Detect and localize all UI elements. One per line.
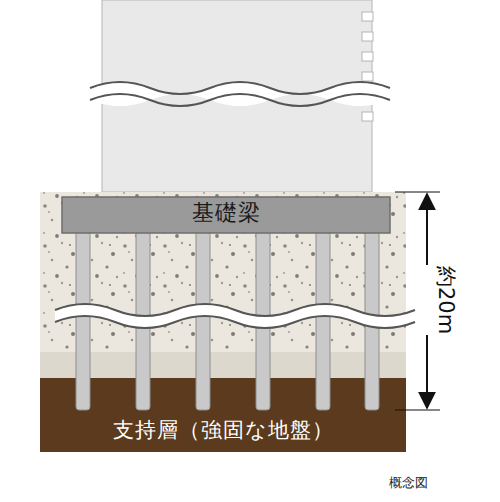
node-label: 基礎梁: [192, 198, 261, 228]
extension-line: [395, 410, 440, 411]
break-gap: [90, 82, 390, 106]
support-layer: [40, 378, 406, 452]
dimension-label: 約20m: [432, 263, 460, 337]
break-line: [55, 316, 415, 328]
notch: [362, 32, 373, 41]
foundation-beam: [62, 197, 390, 233]
notch: [362, 112, 373, 121]
pile: [196, 230, 210, 410]
notch: [362, 12, 373, 21]
pile: [76, 230, 90, 410]
extension-line: [395, 192, 440, 193]
caption: 概念図: [389, 474, 428, 492]
break-line: [90, 94, 390, 106]
notch: [362, 72, 373, 81]
break-gap: [55, 304, 415, 328]
notch: [362, 52, 373, 61]
dimension-line: [426, 194, 428, 265]
pile: [316, 230, 330, 410]
support-layer-band: 支持層（強固な地盤）: [40, 378, 406, 452]
ground: [40, 192, 406, 452]
ground-transition: [40, 352, 406, 378]
dimension-line: [426, 335, 428, 408]
node-label: 支持層（強固な地盤）: [113, 416, 334, 444]
break-line: [55, 304, 415, 316]
break-line: [90, 82, 390, 94]
foundation-beam-box: 基礎梁: [62, 197, 390, 233]
